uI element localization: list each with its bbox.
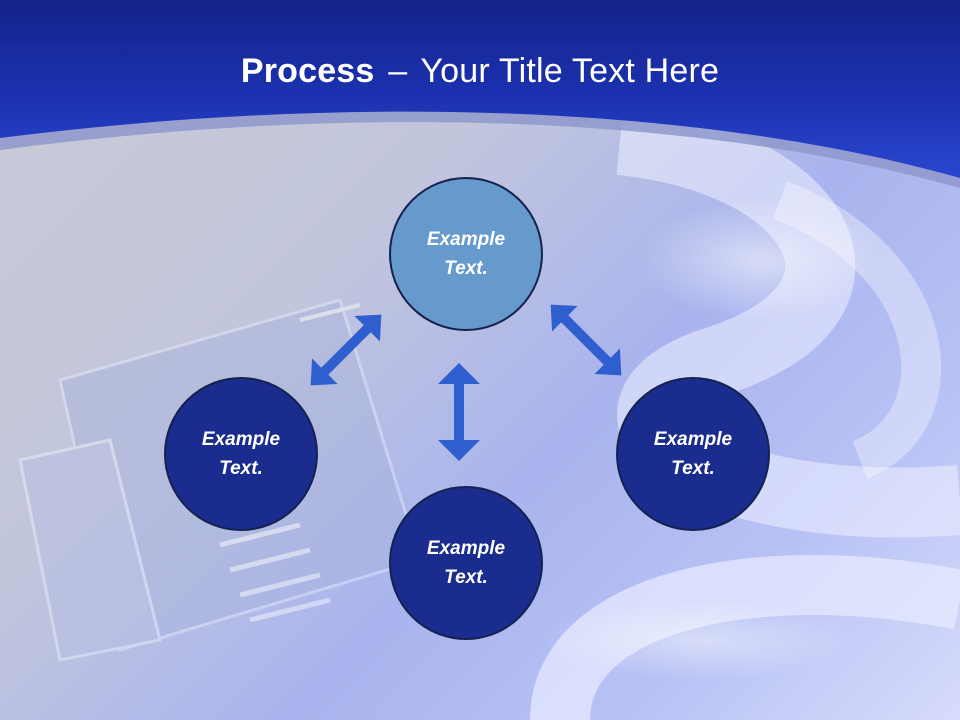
node-label-line1: Example bbox=[426, 538, 506, 559]
node-label: Example Text. bbox=[186, 425, 296, 483]
slide-title: Process – Your Title Text Here bbox=[0, 52, 960, 91]
node-label: Example Text. bbox=[411, 225, 521, 283]
node-label: Example Text. bbox=[638, 425, 748, 483]
title-rest: Your Title Text Here bbox=[420, 52, 720, 90]
node-label-line1: Example bbox=[426, 229, 506, 250]
node-label: Example Text. bbox=[411, 534, 521, 592]
node-label-line2: Text. bbox=[444, 567, 488, 588]
process-node-top[interactable]: Example Text. bbox=[389, 177, 543, 331]
title-separator: – bbox=[388, 52, 408, 90]
arrow-top-left bbox=[310, 314, 382, 386]
process-node-bottom[interactable]: Example Text. bbox=[389, 486, 543, 640]
header-band bbox=[0, 0, 960, 188]
arrow-vertical bbox=[438, 363, 480, 461]
title-bold: Process bbox=[240, 52, 375, 90]
process-node-left[interactable]: Example Text. bbox=[164, 377, 318, 531]
node-label-line2: Text. bbox=[219, 458, 263, 479]
node-label-line2: Text. bbox=[671, 458, 715, 479]
node-label-line1: Example bbox=[653, 429, 733, 450]
process-node-right[interactable]: Example Text. bbox=[616, 377, 770, 531]
node-label-line2: Text. bbox=[444, 258, 488, 279]
arrow-top-right bbox=[550, 304, 622, 376]
node-label-line1: Example bbox=[201, 429, 281, 450]
